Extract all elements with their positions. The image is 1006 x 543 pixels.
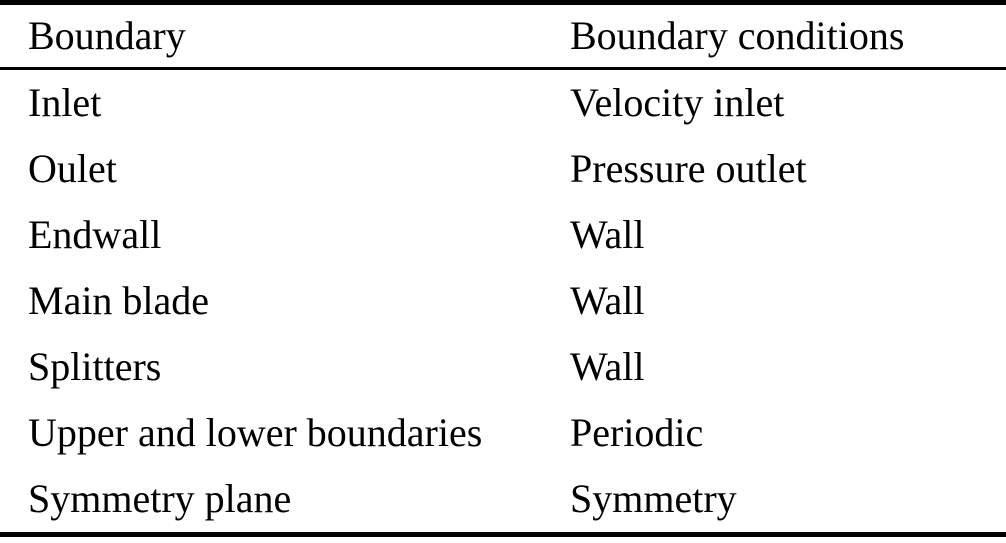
table-cell: Symmetry plane (28, 476, 292, 521)
header-row: Boundary Boundary conditions (0, 2, 1006, 70)
table-row: Upper and lower boundaries Periodic (0, 400, 1006, 466)
table-cell: Symmetry (570, 476, 737, 521)
table-body: Inlet Velocity inlet Oulet Pressure outl… (0, 69, 1006, 535)
table-row: Splitters Wall (0, 334, 1006, 400)
table-cell: Oulet (28, 146, 117, 191)
table-cell: Velocity inlet (570, 80, 785, 125)
table-row: Oulet Pressure outlet (0, 136, 1006, 202)
column-header-boundary-conditions: Boundary conditions (570, 2, 1006, 70)
table-cell: Main blade (28, 278, 210, 323)
table-cell: Inlet (28, 80, 102, 125)
table-cell: Wall (570, 212, 645, 257)
table-cell: Wall (570, 344, 645, 389)
table-cell: Wall (570, 278, 645, 323)
column-header-boundary: Boundary (0, 2, 570, 70)
table-cell: Endwall (28, 212, 162, 257)
table-row: Symmetry plane Symmetry (0, 466, 1006, 535)
table-row: Inlet Velocity inlet (0, 69, 1006, 137)
table-cell: Periodic (570, 410, 704, 455)
table-cell: Pressure outlet (570, 146, 807, 191)
table-row: Endwall Wall (0, 202, 1006, 268)
table-row: Main blade Wall (0, 268, 1006, 334)
table-header: Boundary Boundary conditions (0, 2, 1006, 70)
table-cell: Upper and lower boundaries (28, 410, 483, 455)
table-cell: Splitters (28, 344, 162, 389)
